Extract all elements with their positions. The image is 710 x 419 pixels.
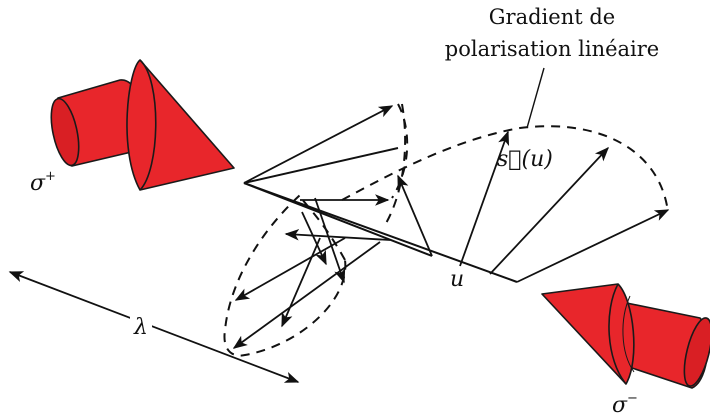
caption-pointer [527,68,544,128]
arrow-inner-7 [234,242,380,348]
arrow-inner-6 [282,238,320,326]
arrow-inner-5 [236,238,345,300]
arrow-top [244,106,392,183]
u-label: u [450,267,464,292]
sigma-minus-beam-cone [542,284,634,384]
sigma-minus-beam [542,284,710,389]
sigma-minus-label: σ− [612,391,638,418]
caption-line-1: Gradient de [489,5,615,29]
sigma-plus-label: σ+ [30,169,56,196]
arrow-inner-3 [286,234,390,240]
envelope-ellipse [224,195,345,356]
sigma-plus-beam-cone [127,60,234,190]
envelope-small-arc [392,104,407,198]
caption-line-2: polarisation linéaire [445,37,659,61]
axis-lines [244,148,517,282]
sigma-plus-beam [46,60,234,190]
s-vector-label: s⃗(u) [497,147,553,172]
lambda-label: λ [133,315,148,340]
